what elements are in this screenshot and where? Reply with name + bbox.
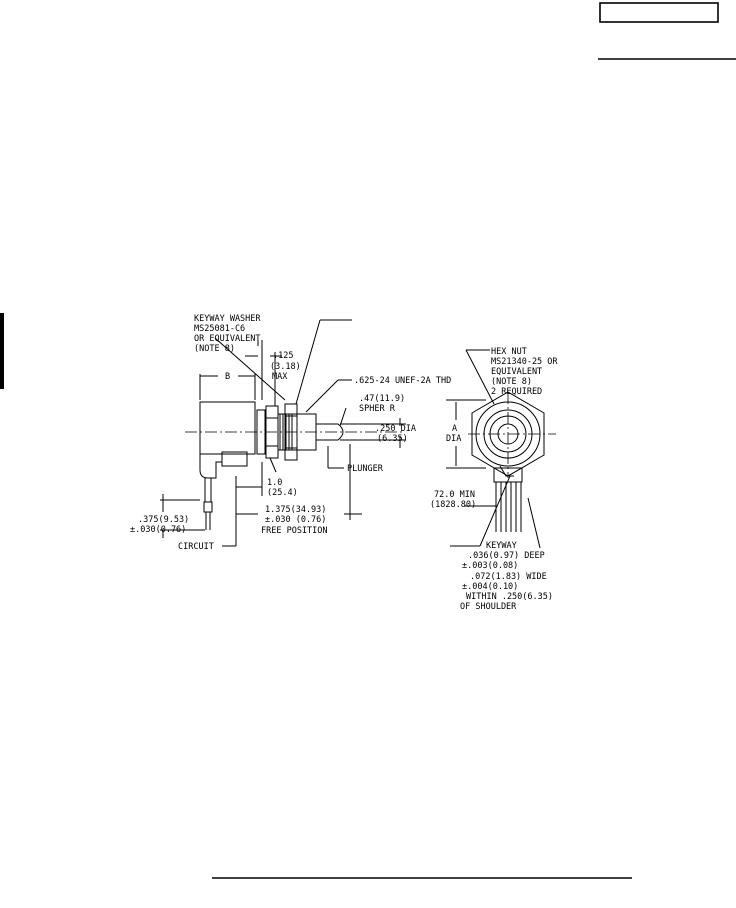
keyway-line-6: WITHIN .250(6.35): [466, 592, 553, 602]
keyway-washer-line-3: OR EQUIVALENT: [194, 334, 261, 344]
b-dimension-label: B: [225, 372, 230, 382]
switch-body: [199, 401, 256, 455]
keyway-line-5: ±.004(0.10): [462, 582, 518, 592]
dim-1-0-metric: (25.4): [267, 488, 298, 498]
header-box: [599, 2, 719, 23]
end-washer: [475, 401, 541, 467]
end-bushing: [483, 409, 533, 459]
hex-nut-2: [284, 403, 298, 461]
hex-nut-line-5: 2 REQUIRED: [491, 387, 542, 397]
dim-1375-tolerance: ±.030 (0.76): [265, 515, 326, 525]
plunger-dia-metric: (6.35): [377, 434, 408, 444]
plunger-label: PLUNGER: [347, 464, 384, 474]
circuit-label: CIRCUIT: [178, 542, 214, 552]
end-view: [446, 349, 556, 549]
dim-1-0-value: 1.0: [267, 478, 282, 488]
keyway-line-1: KEYWAY: [486, 541, 517, 551]
plunger: [316, 423, 344, 441]
min-length-value: 72.0 MIN: [434, 490, 475, 500]
plunger-dia-value: .250 DIA: [375, 424, 416, 434]
keyway-washer: [256, 409, 266, 455]
keyway-line-7: OF SHOULDER: [460, 602, 517, 612]
dim-1375-value: 1.375(34.93): [265, 505, 326, 515]
hex-nut-line-2: MS21340-25 OR: [491, 357, 558, 367]
dim-375-value: .375(9.53): [138, 515, 189, 525]
lead-terminal: [203, 501, 213, 513]
free-position-label: FREE POSITION: [261, 526, 328, 536]
keyway-washer-line-1: KEYWAY WASHER: [194, 314, 261, 324]
spher-radius-label: SPHER R: [359, 404, 396, 414]
keyway-line-4: .072(1.83) WIDE: [470, 572, 547, 582]
a-dia-letter: A: [452, 424, 457, 434]
thread-callout: .625-24 UNEF-2A THD: [354, 376, 451, 386]
dim-125-metric: (3.18): [270, 362, 301, 372]
keyway-washer-line-2: MS25081-C6: [194, 324, 245, 334]
lead-bundle: [493, 467, 523, 483]
connector-block: [221, 451, 248, 467]
side-dimensions: [160, 319, 406, 547]
dim-125-value: .125: [273, 351, 293, 361]
dim-125-max: MAX: [272, 372, 288, 382]
end-bushing-inner: [489, 415, 527, 453]
hex-nut-line-1: HEX NUT: [491, 347, 527, 357]
hex-nut-line-4: (NOTE 8): [491, 377, 532, 387]
keyway-line-2: .036(0.97) DEEP: [468, 551, 545, 561]
min-length-metric: (1828.80): [430, 500, 476, 510]
side-view: [185, 401, 405, 530]
keyway-washer-line-4: (NOTE 8): [194, 344, 235, 354]
end-plunger: [497, 423, 519, 445]
revision-bar: [0, 313, 4, 389]
keyway-line-3: ±.003(0.08): [462, 561, 518, 571]
a-dia-label: DIA: [446, 434, 461, 444]
dim-375-tolerance: ±.030(0.76): [130, 525, 186, 535]
threaded-bushing: [277, 413, 317, 451]
spher-radius-value: .47(11.9): [359, 394, 405, 404]
hex-nut-line-3: EQUIVALENT: [491, 367, 542, 377]
